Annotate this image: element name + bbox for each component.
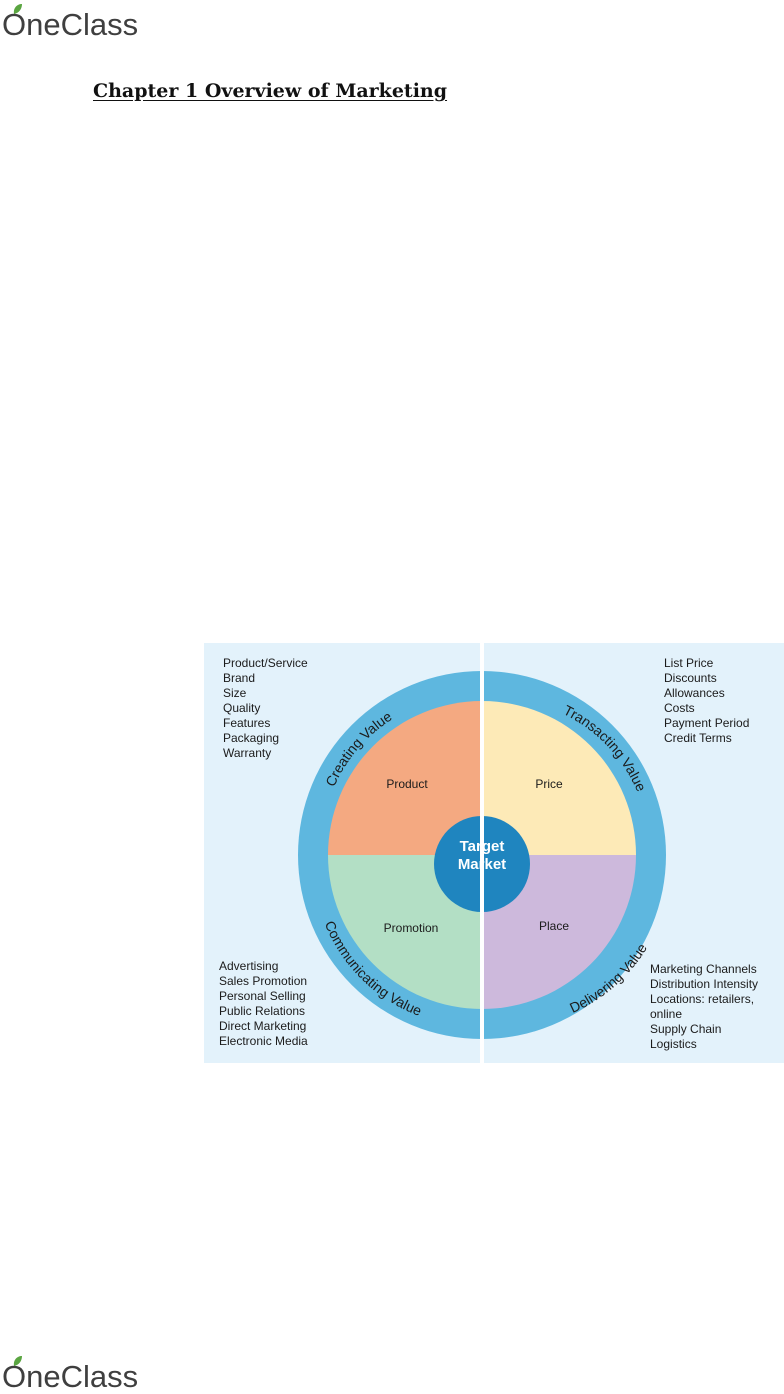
list-item: Marketing Channels [650, 962, 757, 976]
list-item: Payment Period [664, 716, 750, 730]
product-label: Product [386, 777, 428, 791]
promotion-label: Promotion [384, 921, 439, 935]
logo-text: OneClass [2, 1359, 138, 1394]
list-item: Direct Marketing [219, 1019, 307, 1033]
list-item: Allowances [664, 686, 725, 700]
logo-text: OneClass [2, 7, 138, 42]
list-item: Distribution Intensity [650, 977, 759, 991]
list-item: Electronic Media [219, 1034, 308, 1048]
list-item: Packaging [223, 731, 280, 745]
list-item: Warranty [223, 746, 272, 760]
place-label: Place [539, 919, 569, 933]
place-quadrant [482, 855, 636, 1009]
list-item: Advertising [219, 959, 279, 973]
list-item: Features [223, 716, 271, 730]
figure-divider [480, 643, 484, 1063]
oneclass-logo-graphic: OneClass [2, 4, 138, 42]
marketing-mix-figure: Target Market Product Price Promotion Pl… [204, 643, 784, 1063]
list-item: Quality [223, 701, 261, 715]
list-item: Sales Promotion [219, 974, 308, 988]
list-item: List Price [664, 656, 714, 670]
price-quadrant [482, 701, 636, 855]
list-item: Locations: retailers, [650, 992, 755, 1006]
list-item: Brand [223, 671, 256, 685]
product-quadrant [328, 701, 482, 855]
list-item: Logistics [650, 1037, 697, 1051]
oneclass-logo-top: OneClass [0, 2, 200, 42]
leaf-icon [13, 1356, 22, 1366]
price-label: Price [535, 777, 563, 791]
oneclass-logo-graphic-bottom: OneClass [2, 1356, 138, 1394]
chapter-title: Chapter 1 Overview of Marketing [93, 80, 448, 102]
list-item: Public Relations [219, 1004, 306, 1018]
leaf-icon [13, 4, 22, 14]
promotion-quadrant [328, 855, 482, 1009]
list-item: Size [223, 686, 247, 700]
list-item: Product/Service [223, 656, 308, 670]
list-item: online [650, 1007, 683, 1021]
list-item: Costs [664, 701, 695, 715]
list-item: Supply Chain [650, 1022, 722, 1036]
list-item: Discounts [664, 671, 717, 685]
oneclass-logo-bottom: OneClass [0, 1354, 200, 1394]
list-item: Personal Selling [219, 989, 306, 1003]
list-item: Credit Terms [664, 731, 732, 745]
